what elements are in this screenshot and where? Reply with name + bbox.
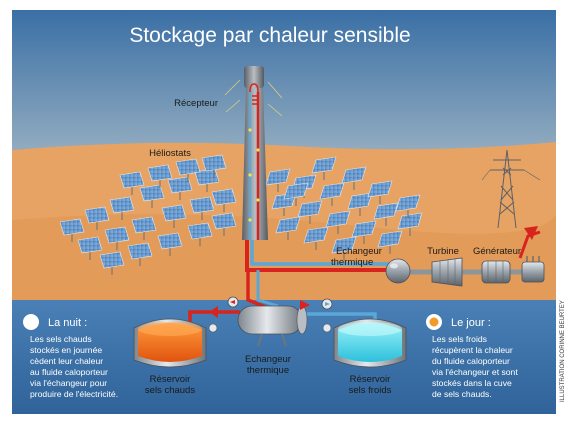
heliostat-mirror (351, 220, 377, 244)
hot-salt-tank (133, 318, 207, 368)
heliostat-field (59, 154, 423, 275)
hot-tank-label-1: Réservoir (150, 374, 191, 385)
day-line-6: de sels chauds. (432, 389, 492, 399)
day-line-1: Les sels froids (432, 334, 487, 344)
flow-arrow-center (300, 300, 310, 310)
turbine (431, 257, 463, 287)
turbine-body (431, 257, 463, 287)
heliostat-mirror (283, 182, 309, 206)
heliostat-mirror (341, 166, 367, 190)
moon-icon-bg (23, 314, 39, 330)
heliostat-mirror (373, 202, 399, 226)
heliostat-mirror (147, 164, 173, 188)
cold-pipe-top (250, 240, 390, 266)
heliostat-mirror (325, 210, 351, 234)
exchanger-top-label-1: Echangeur (336, 246, 382, 257)
night-line-2: stockés en journée (30, 345, 102, 355)
heat-exchanger-top (385, 258, 411, 284)
heliostat-mirror (104, 226, 130, 250)
heliostat-mirror (211, 212, 237, 236)
heliostat-mirror (395, 194, 421, 218)
power-pylon-icon (481, 149, 541, 229)
day-line-5: stockés dans la cuve (432, 378, 512, 388)
heliostat-mirror (131, 216, 157, 240)
heliostat-mirror (189, 196, 215, 220)
night-line-1: Les sels chauds (30, 334, 92, 344)
exchanger-top-label-2: thermique (331, 257, 373, 268)
night-line-4: au fluide caloporteur (30, 367, 108, 377)
night-line-3: cèdent leur chaleur (30, 356, 103, 366)
heliostat-mirror (119, 171, 145, 195)
generator-label: Générateur (473, 246, 521, 257)
night-block: La nuit : Les sels chauds stockés en jou… (23, 314, 118, 399)
receiver-coil (249, 83, 259, 105)
red-arrow-head (524, 226, 538, 240)
turbine-label: Turbine (427, 246, 459, 257)
exchanger-cylinder (237, 305, 303, 335)
heliostat-mirror (275, 216, 301, 240)
solar-tower (242, 66, 268, 240)
heliostats-label: Héliostats (149, 148, 191, 159)
hot-pipe-down (246, 270, 269, 310)
cold-tank-label-1: Réservoir (350, 374, 391, 385)
heliostat-mirror (175, 158, 201, 182)
heliostat-mirror (303, 226, 329, 250)
heliostat-mirror (297, 200, 323, 224)
diagram-title: Stockage par chaleur sensible (129, 24, 410, 47)
heliostat-mirror (84, 206, 110, 230)
heliostat-mirror (127, 242, 153, 266)
heliostat-mirror (331, 236, 357, 260)
transformer-body (521, 261, 545, 283)
sun-rays (224, 79, 283, 117)
heliostat-mirror (161, 204, 187, 228)
cold-pipe-down (256, 270, 279, 308)
day-block: Le jour : Les sels froids récupèrent la … (426, 314, 518, 399)
day-line-2: récupèrent la chaleur (432, 345, 513, 355)
exchanger-bottom-label-2: thermique (247, 365, 289, 376)
heliostat-mirror (59, 218, 85, 242)
sun-icon (429, 317, 439, 327)
heliostat-mirror (77, 236, 103, 260)
generator (481, 256, 545, 284)
tower-flow-dots (248, 128, 260, 222)
red-curved-arrow-icon (518, 230, 541, 259)
night-line-6: produire de l'électricité. (30, 389, 118, 399)
exchanger-bottom-label-1: Echangeur (245, 354, 291, 365)
heliostat-mirror (157, 232, 183, 256)
heliostat-mirror (201, 154, 227, 178)
heliostat-mirror (367, 180, 393, 204)
heliostat-mirror (265, 168, 291, 192)
hot-tank-label-2: sels chauds (145, 385, 195, 396)
day-line-4: via l'échangeur et sont (432, 367, 518, 377)
heliostat-mirror (319, 182, 345, 206)
night-heading: La nuit : (48, 317, 87, 329)
night-line-5: via l'échangeur pour (30, 378, 107, 388)
cold-tank-label-2: sels froids (349, 385, 392, 396)
tower-body (242, 85, 268, 240)
day-heading: Le jour : (451, 317, 491, 329)
day-line-3: du fluide caloporteur (432, 356, 510, 366)
exchanger-sphere (385, 258, 411, 284)
heliostat-mirror (211, 188, 237, 212)
pump-icon (208, 296, 333, 333)
heliostat-mirror (139, 184, 165, 208)
heliostat-mirror (311, 156, 337, 180)
flow-arrow-left (209, 306, 218, 318)
heliostat-mirror (377, 230, 403, 254)
illustration-credit: ILLUSTRATION CORINNE BEURTEY (560, 300, 566, 402)
heliostat-mirror (167, 176, 193, 200)
cold-salt-tank (333, 318, 407, 368)
heliostat-mirror (397, 212, 423, 236)
heliostat-mirror (347, 192, 373, 216)
heliostat-mirror (109, 196, 135, 220)
tower-top (244, 66, 264, 88)
heliostat-mirror (99, 251, 125, 275)
receiver-label: Récepteur (174, 98, 218, 109)
heliostat-mirror (187, 222, 213, 246)
